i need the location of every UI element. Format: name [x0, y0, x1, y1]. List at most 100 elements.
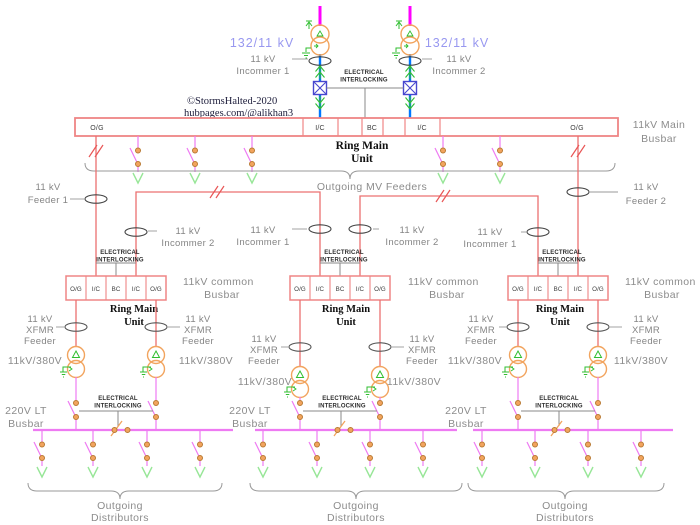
distributor-switch [361, 429, 376, 478]
ss1-incomer-right-label-2: Incommer 2 [161, 238, 214, 249]
rack-arrow-up-icon [314, 65, 326, 80]
ss2-incomer-right-label-1: 11 kV [399, 225, 424, 236]
main-busbar-label-2: Busbar [641, 133, 677, 145]
ss2-lv-interlock-2: INTERLOCKING [318, 404, 366, 410]
xfmr-rating: 11kV/380V [179, 355, 233, 367]
cell-label: O/G [70, 286, 82, 293]
feeder-2-label-2: Feeder 2 [626, 196, 666, 207]
distributors-label-1: Outgoing [97, 500, 143, 512]
distributor-switch [191, 429, 206, 478]
ss2-rmu: O/G I/C BC I/C O/G [289, 275, 391, 301]
xfmr-feeder-label: Feeder [406, 356, 438, 367]
lt-bus-label: Busbar [448, 418, 484, 430]
ss1-rmu-label-2: Unit [124, 317, 144, 328]
xfmr-rating: 11kV/380V [387, 376, 441, 388]
ss2-common-bus-1: 11kV common [408, 276, 479, 288]
xfmr-feeder-label: XFMR [408, 345, 436, 356]
transformer-11kv-380v-icon [139, 345, 166, 379]
transformer-11kv-380v-icon [581, 345, 608, 379]
transformer-11kv-380v-icon [363, 365, 390, 399]
cell-label: I/C [316, 286, 325, 293]
ring-line-2 [359, 195, 539, 276]
distributor-switch [84, 429, 99, 478]
main-cell-og-left: O/G [90, 125, 103, 132]
ss3-incomer-left-label-2: Incommer 1 [463, 239, 516, 250]
rack-arrow-down-icon [404, 95, 416, 110]
cell-label: I/C [132, 286, 141, 293]
cell-label: I/C [534, 286, 543, 293]
xfmr-feeder-label: XFMR [467, 325, 495, 336]
distributor-switch [138, 429, 153, 478]
lv-switch-icon [509, 399, 522, 421]
lv-switch-icon [67, 399, 80, 421]
xfmr-feeder-label: 11 kV [633, 314, 658, 325]
distributors-label-1: Outgoing [542, 500, 588, 512]
main-cell-og-right: O/G [570, 125, 583, 132]
xfmr-feeder-label: 11 kV [468, 314, 493, 325]
lv-switch-icon [371, 399, 384, 421]
main-rmu-label-2: Unit [351, 153, 373, 165]
lt-bus-label: Busbar [8, 418, 44, 430]
top-interlock-label-1: ELECTRICAL [344, 70, 384, 76]
transformer-132-11kv-1-icon [301, 20, 330, 59]
lt-bus-label: 220V LT [445, 405, 487, 417]
hv-incomer-1 [301, 6, 332, 118]
ss3-rmu-label-2: Unit [550, 317, 570, 328]
top-interlock-label-2: INTERLOCKING [340, 78, 388, 84]
distributor-switch [526, 429, 541, 478]
distributor-switch [414, 429, 429, 478]
feeder-1-label-2: Feeder 1 [28, 195, 68, 206]
ss3-lv-interlock-1: ELECTRICAL [539, 396, 579, 402]
cell-label: I/C [356, 286, 365, 293]
ss3-hv-interlock-2: INTERLOCKING [538, 258, 586, 264]
distributors-label-2: Distributors [91, 512, 149, 524]
lt-bus-label: Busbar [232, 418, 268, 430]
ss3-hv-interlock-wiring [538, 262, 578, 276]
cell-label: BC [336, 286, 345, 293]
transformer-11kv-380v-icon [501, 345, 528, 379]
breaker-incomer-2-icon [402, 80, 418, 96]
ss1-lv-interlock-1: ELECTRICAL [98, 396, 138, 402]
ss3-common-bus-1: 11kV common [625, 276, 696, 288]
ss1-hv-interlock-1: ELECTRICAL [100, 250, 140, 256]
lv-switch-icon [291, 399, 304, 421]
ss3-common-bus-2: Busbar [644, 289, 680, 301]
watermark-line-2: hubpages.com/@alikhan3 [184, 108, 293, 119]
distributor-switch [33, 429, 48, 478]
rack-arrow-up-icon [404, 65, 416, 80]
xfmr-feeder-label: 11 kV [251, 334, 276, 345]
transformer-11kv-380v-icon [59, 345, 86, 379]
xfmr-feeder-label: XFMR [632, 325, 660, 336]
cell-label: O/G [374, 286, 386, 293]
ss3-incomer-left-label-1: 11 kV [477, 227, 502, 238]
distributors-label-2: Distributors [536, 512, 594, 524]
distributor-switch [473, 429, 488, 478]
mv-feeders-brace-label: Outgoing MV Feeders [317, 181, 427, 193]
main-cell-bc: BC [367, 125, 377, 132]
spare-feeder-switch [186, 135, 201, 184]
ss2-hv-interlock-wiring [320, 262, 360, 276]
ss2-rmu-label-1: Ring Main [322, 304, 370, 315]
distributor-switch [308, 429, 323, 478]
ss3-rmu: O/G I/C BC I/C O/G [507, 275, 609, 301]
cell-label: I/C [92, 286, 101, 293]
xfmr-feeder-label: XFMR [26, 325, 54, 336]
cell-label: BC [554, 286, 563, 293]
ss2-incomer-left-label-2: Incommer 1 [236, 237, 289, 248]
distributors-brace [467, 482, 665, 500]
ss2-common-bus-2: Busbar [429, 289, 465, 301]
xfmr-feeder-label: Feeder [630, 336, 662, 347]
ss1-incomer-right-label-1: 11 kV [175, 226, 200, 237]
ss1-rmu-label-1: Ring Main [110, 304, 158, 315]
xfmr-rating: 11kV/380V [8, 355, 62, 367]
incomer-2-label-2: Incommer 2 [432, 66, 485, 77]
cell-label: O/G [294, 286, 306, 293]
ss1-common-bus-2: Busbar [204, 289, 240, 301]
spare-feeder-switch [243, 135, 258, 184]
xfmr-feeder-label: 11 kV [185, 314, 210, 325]
mv-feeders-brace [84, 162, 616, 180]
xfmr-feeder-label: 11 kV [409, 334, 434, 345]
main-busbar-label-1: 11kV Main [633, 119, 685, 131]
xfmr-feeder-label: Feeder [248, 356, 280, 367]
